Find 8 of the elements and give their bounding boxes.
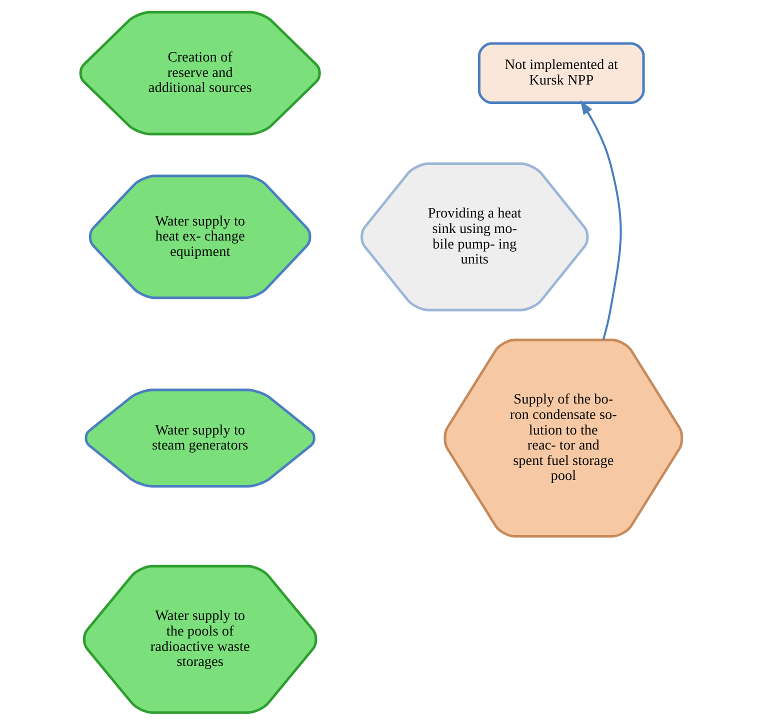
- node-ellipse: Water supply to the pools of radioactive waste storages: [82, 564, 317, 714]
- node-ellipse: Water supply to steam generators: [84, 388, 315, 488]
- node-ellipse: Supply of the bo- ron condensate so- lution to the reac- tor and spent fuel storage pool: [443, 338, 683, 538]
- node-ellipse: Providing a heat sink using mo- bile pump- ing units: [360, 162, 588, 312]
- node-ellipse: Creation of reserve and additional sources: [78, 10, 320, 136]
- arrow: [580, 100, 622, 340]
- node-box: Not implemented at Kursk NPP: [477, 42, 644, 104]
- node-ellipse: Water supply to heat ex- change equipment: [88, 174, 311, 300]
